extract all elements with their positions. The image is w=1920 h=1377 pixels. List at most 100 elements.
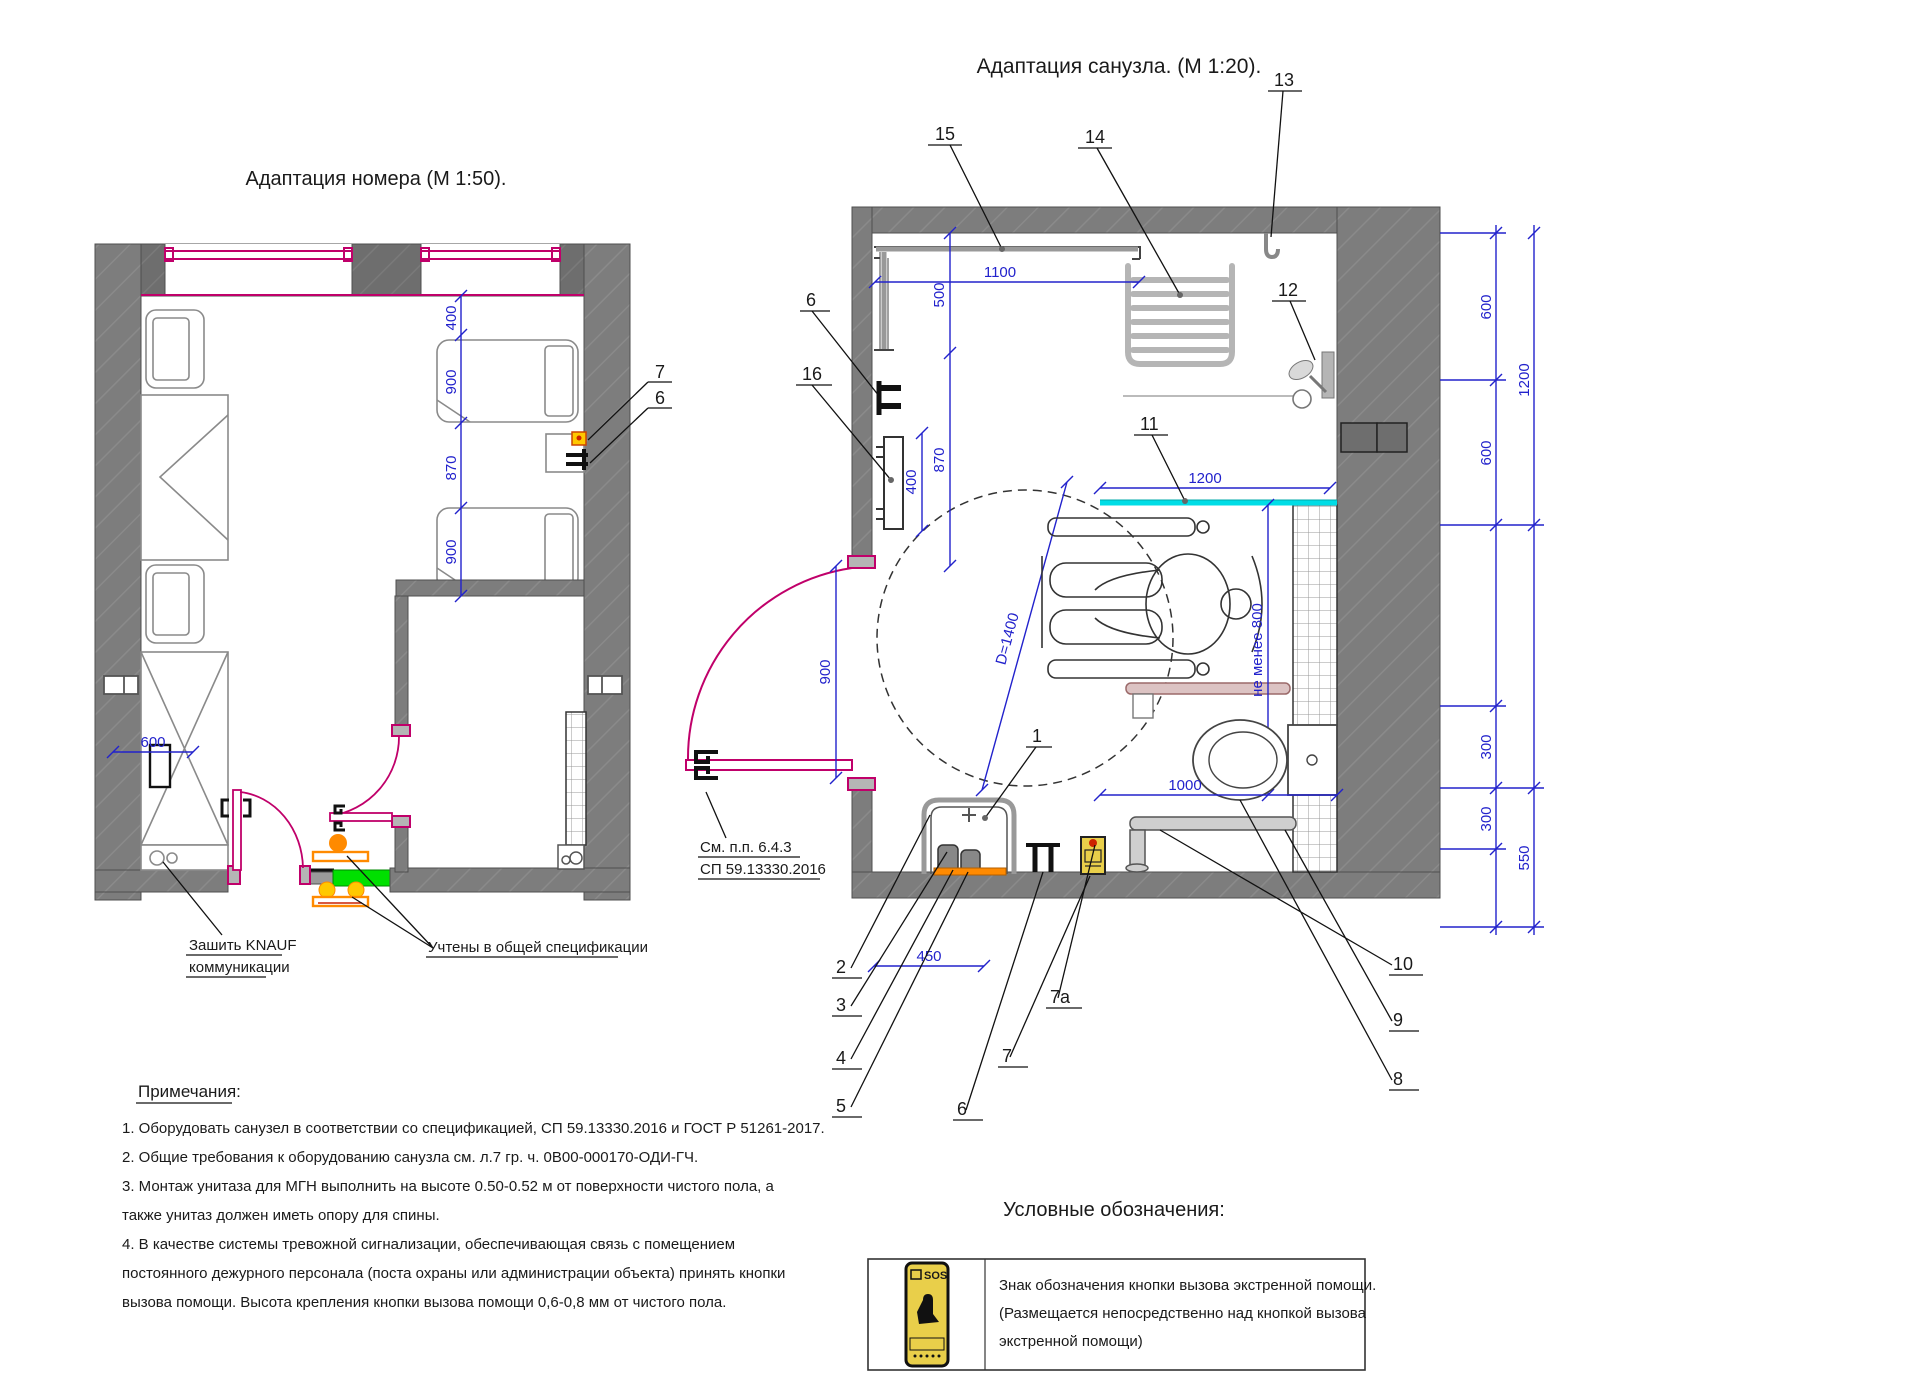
dim-400: 400	[443, 305, 460, 330]
note-line-2: 2. Общие требования к оборудованию сануз…	[122, 1149, 698, 1166]
bath-left-wall-top	[851, 206, 873, 567]
wheelchair-user	[1041, 517, 1263, 679]
dim-450: 450	[867, 948, 991, 973]
callout-9: 9	[1393, 1010, 1403, 1030]
callout-16: 16	[802, 364, 822, 384]
notes-heading: Примечания:	[138, 1082, 241, 1101]
dim-600: 600	[140, 734, 165, 751]
left-callouts: 7 6	[587, 362, 672, 464]
dim-r300a: 300	[1478, 734, 1495, 759]
partition-vertical-top	[394, 595, 409, 726]
right-wall	[583, 243, 631, 901]
bathroom-plan: Адаптация санузла. (М 1:20).	[685, 55, 1544, 1121]
bath-door	[329, 724, 411, 832]
shower-tray	[921, 797, 1017, 876]
callout-11: 11	[1140, 414, 1159, 434]
wardrobe-handle	[148, 743, 172, 789]
callout-5: 5	[836, 1096, 846, 1116]
note-line-4: также унитаз должен иметь опору для спин…	[122, 1207, 440, 1224]
floor-bars	[1026, 843, 1060, 872]
dim-870r: 870	[931, 353, 957, 573]
dim-r600b: 600	[1478, 440, 1495, 465]
top-callouts: 15 14 13 12 11 6 16 1	[796, 70, 1316, 821]
dim-500: 500	[931, 226, 957, 360]
dim-450-label: 450	[916, 948, 941, 965]
callout-6r: 6	[806, 290, 816, 310]
washbasin	[876, 436, 904, 530]
legend-heading: Условные обозначения:	[1003, 1199, 1225, 1221]
legend-box	[867, 1258, 1366, 1371]
legend-line-1: Знак обозначения кнопки вызова экстренно…	[999, 1277, 1376, 1294]
knauf-note-1: Зашить KNAUF	[189, 937, 297, 954]
socket-dot	[576, 435, 582, 441]
callout-15: 15	[935, 124, 955, 144]
dim-r550: 550	[1516, 845, 1533, 870]
dim-r300b: 300	[1478, 806, 1495, 831]
flush-plate	[1340, 422, 1408, 453]
dim-900a: 900	[443, 369, 460, 394]
grab-bar-6	[876, 381, 901, 415]
bed-1	[436, 339, 579, 423]
bath-tile-strip	[565, 711, 587, 846]
d1400-dim: D=1400	[975, 475, 1074, 797]
sos-hand	[917, 1294, 939, 1324]
callout-6: 6	[655, 388, 665, 408]
mid-pier	[351, 243, 422, 297]
small-wc	[557, 844, 585, 870]
dim-1100: 1100	[868, 264, 1146, 289]
spec-note: Учтены в общей спецификации	[428, 939, 648, 956]
pillow-2	[544, 513, 574, 585]
knauf-note-2: коммуникации	[189, 959, 290, 976]
window-opening-2	[421, 244, 560, 296]
dim-1000-label: 1000	[1168, 777, 1201, 794]
note-line-5: 4. В качестве системы тревожной сигнализ…	[122, 1236, 735, 1253]
dim-900-label: 900	[817, 659, 834, 684]
bath-bottom-wall	[851, 871, 1441, 899]
dim-870: 870	[443, 455, 460, 480]
window-opening-1	[165, 244, 352, 296]
door-note-2: СП 59.13330.2016	[700, 861, 826, 878]
left-plan-title: Адаптация номера (М 1:50).	[246, 168, 507, 190]
sos-sign-icon: SOS	[904, 1261, 950, 1368]
right-plan-title: Адаптация санузла. (М 1:20).	[977, 55, 1262, 78]
dim-870r-label: 870	[931, 447, 948, 472]
note-line-1: 1. Оборудовать санузел в соответствии со…	[122, 1120, 825, 1137]
furniture-left	[140, 309, 229, 871]
bottom-wall-right	[389, 867, 631, 893]
bathroom-entry-door	[685, 555, 876, 791]
callout-12: 12	[1278, 280, 1298, 300]
dim-1200c-label: 1200	[1188, 470, 1221, 487]
callout-2: 2	[836, 957, 846, 977]
callout-7a: 7а	[1050, 987, 1071, 1007]
left-dim-chain	[454, 289, 468, 603]
note-line-3: 3. Монтаж унитаза для МГН выполнить на в…	[122, 1178, 774, 1195]
partition-horizontal	[395, 579, 585, 597]
dim-900-door: 900	[817, 559, 843, 785]
dim-min800: не менее 800	[1249, 603, 1266, 697]
left-notes: Зашить KNAUF коммуникации Учтены в общей…	[162, 855, 648, 978]
dim-400r-label: 400	[903, 469, 920, 494]
dim-1000: 1000	[1093, 777, 1344, 802]
room-plan: Адаптация номера (М 1:50).	[94, 168, 672, 978]
shower-head	[1288, 351, 1335, 409]
wall-sockets	[103, 675, 623, 695]
note-line-7: вызова помощи. Высота крепления кнопки в…	[122, 1294, 726, 1311]
bath-right-wall	[1336, 206, 1441, 899]
toilet-grab-bar-wall	[1125, 682, 1291, 719]
callout-4: 4	[836, 1048, 846, 1068]
ramp-devices	[311, 834, 370, 908]
dim-r600a: 600	[1478, 294, 1495, 319]
dim-600-lines	[106, 745, 200, 759]
note-line-6: постоянного дежурного персонала (поста о…	[122, 1265, 785, 1282]
callout-6b: 6	[957, 1099, 967, 1119]
dim-r1200: 1200	[1516, 363, 1533, 396]
beds	[436, 339, 585, 591]
shower-enclosure	[874, 246, 1141, 351]
entry-door	[220, 789, 311, 885]
toilet	[1192, 719, 1338, 801]
dim-400r: 400	[903, 426, 929, 538]
callout-14: 14	[1085, 127, 1105, 147]
callout-10: 10	[1393, 954, 1413, 974]
